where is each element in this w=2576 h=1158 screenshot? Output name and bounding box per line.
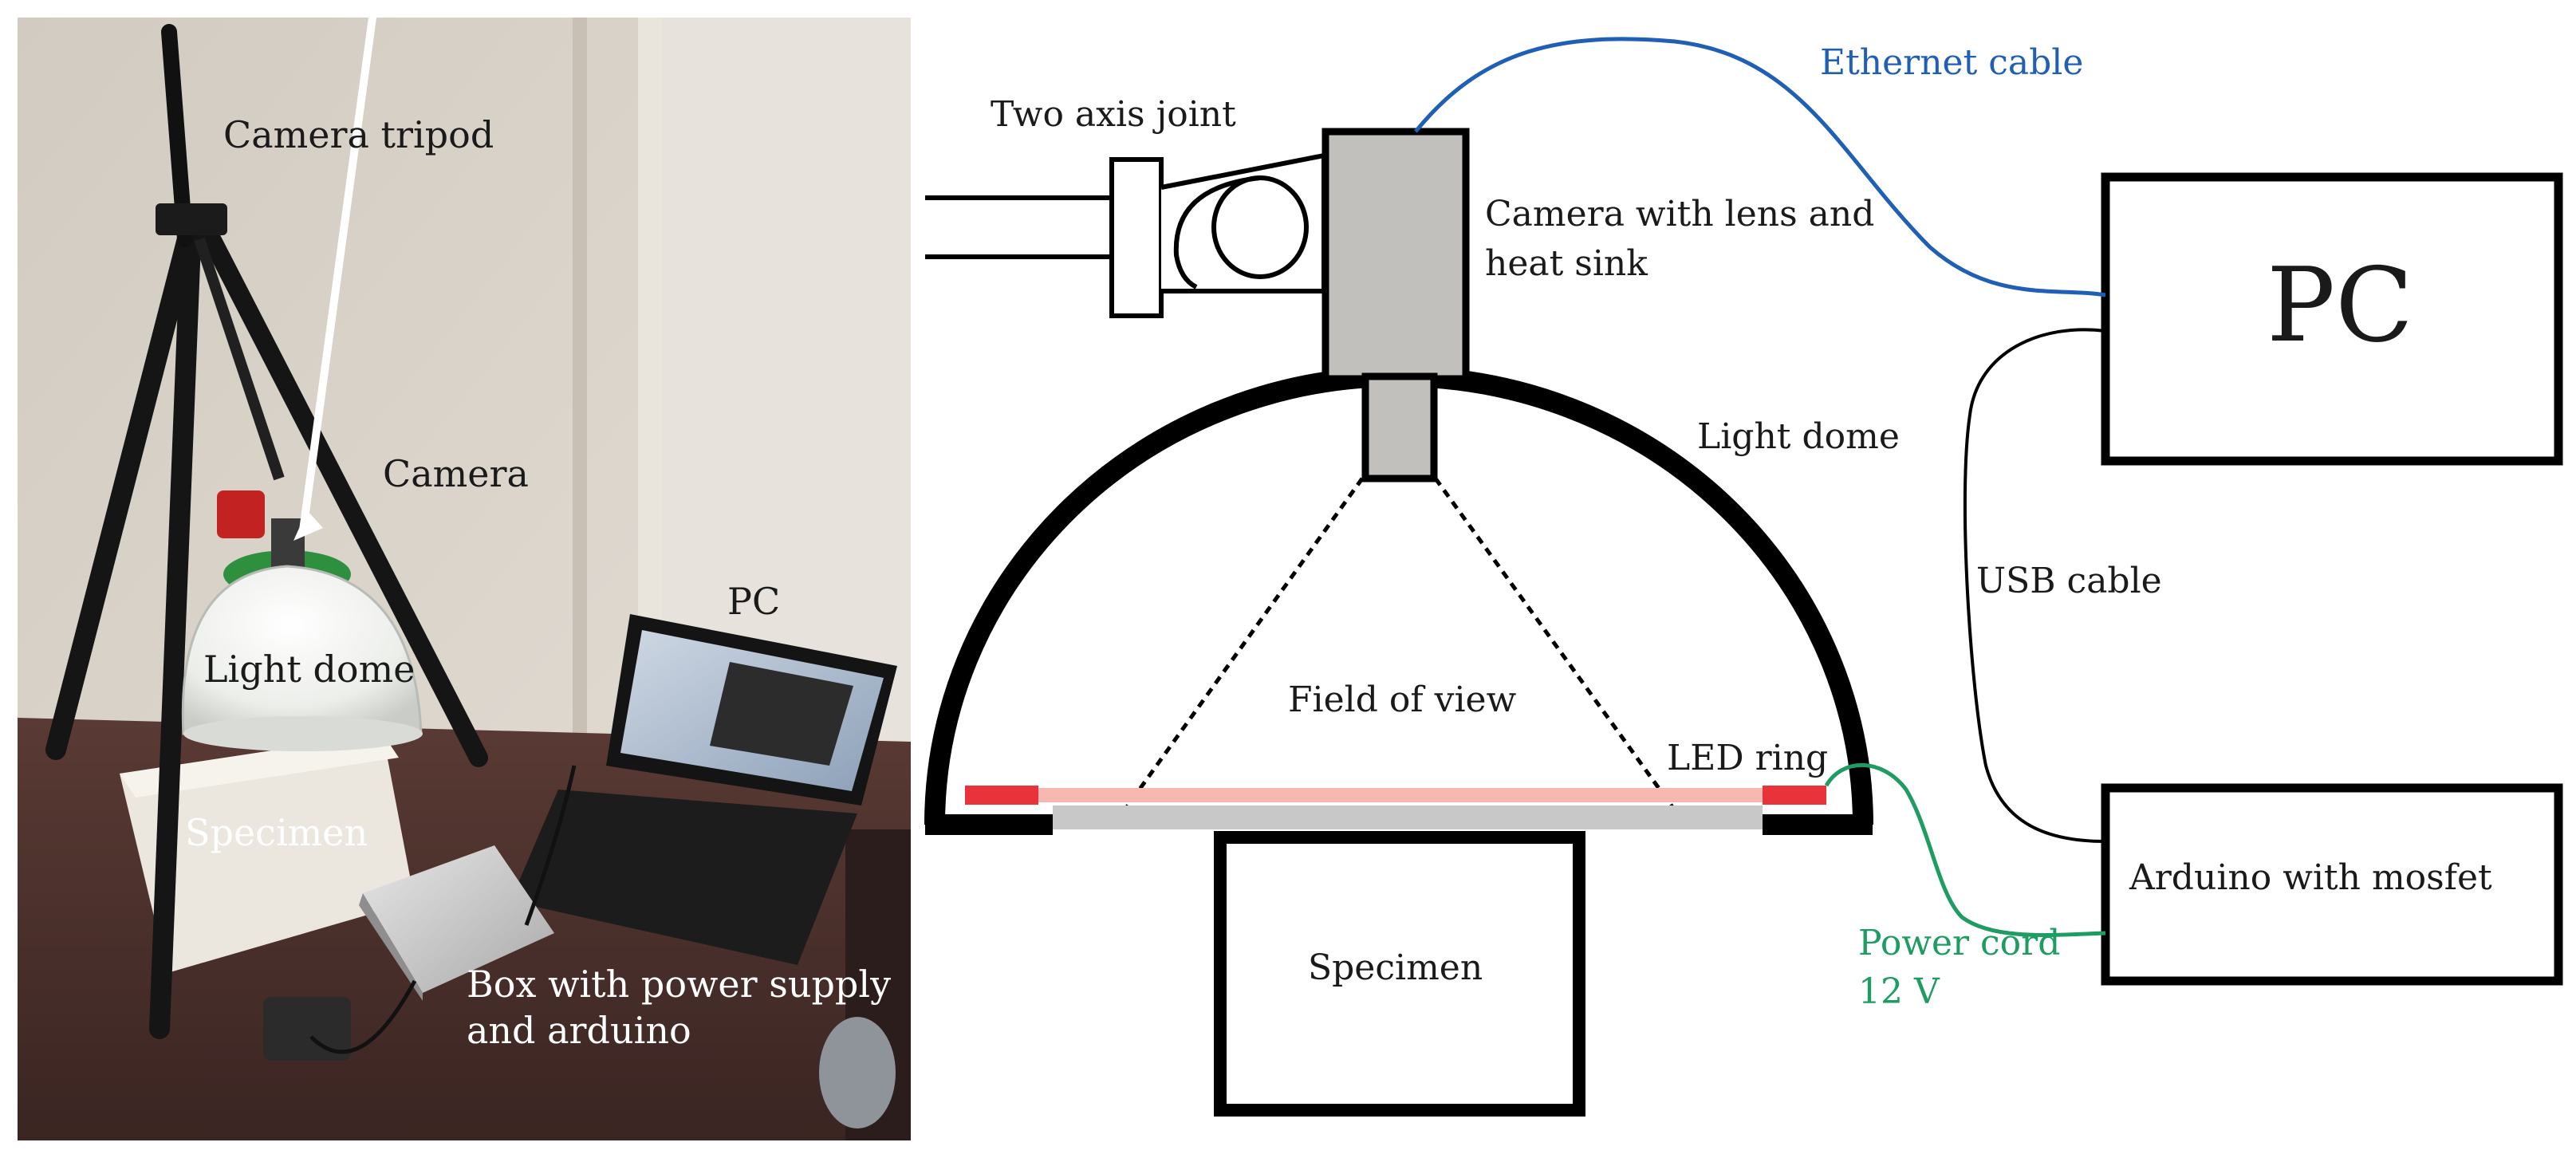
laptop-image-window (710, 662, 853, 766)
label-led-ring: LED ring (1667, 738, 1828, 778)
photo-label-pc: PC (727, 580, 780, 623)
arduino-box (2101, 783, 2563, 986)
tripod-head (156, 203, 227, 235)
tripod-arm (194, 237, 285, 481)
photo-label-box-line1: Box with power supply (467, 963, 891, 1006)
specimen-block (120, 734, 415, 973)
label-arduino: Arduino with mosfet (2129, 857, 2492, 898)
power-box-front (359, 893, 423, 1001)
led-left (965, 786, 1038, 805)
lab-photo: Camera tripod Camera Light dome PC Speci… (18, 0, 911, 1140)
tripod-leg-right (194, 214, 488, 767)
wall-edge (573, 18, 587, 815)
power-box (363, 845, 554, 993)
mouse (819, 1017, 896, 1128)
dome-rim (183, 716, 423, 751)
photo-label-specimen: Specimen (185, 811, 368, 854)
label-camera-line1: Camera with lens and (1485, 194, 1874, 234)
photo-cable-1 (309, 979, 417, 1054)
camera-body (1321, 128, 1470, 383)
tripod-leg-center (149, 213, 202, 1039)
label-specimen: Specimen (1308, 947, 1483, 988)
label-ethernet-cable: Ethernet cable (1820, 42, 2083, 83)
camera-mount-red (217, 490, 265, 538)
photo-cable-2 (524, 765, 577, 926)
photo-label-camera: Camera (383, 452, 529, 495)
photo-label-dome: Light dome (203, 648, 415, 691)
label-light-dome: Light dome (1697, 416, 1900, 457)
power-adapter (263, 997, 351, 1061)
specimen-box (1214, 831, 1585, 1117)
usb-cable (1963, 328, 2106, 843)
fov-line-right (1433, 477, 1685, 823)
label-power-cord-line2: 12 V (1858, 971, 1940, 1012)
tripod-leg-left (45, 213, 202, 760)
joint-cylinder (1211, 175, 1309, 279)
camera-arrow (299, 0, 379, 531)
laptop-keyboard (510, 790, 857, 965)
photo-label-tripod: Camera tripod (223, 113, 494, 156)
photo-label-box-line2: and arduino (467, 1009, 691, 1052)
pc-box (2101, 172, 2563, 466)
label-two-axis-joint: Two axis joint (991, 94, 1236, 135)
camera-lens (1361, 372, 1438, 482)
setup-schematic: Two axis joint Camera with lens and heat… (924, 37, 2563, 1117)
label-field-of-view: Field of view (1288, 679, 1517, 720)
power-cord (1824, 762, 2106, 937)
label-usb-cable: USB cable (1976, 561, 2162, 601)
ethernet-cable (1414, 37, 2106, 297)
camera-body-photo (271, 518, 305, 574)
diffuser-plate (1053, 805, 1763, 829)
led-right (1763, 786, 1826, 805)
label-power-cord-line1: Power cord (1858, 923, 2060, 963)
fov-line-left (1114, 477, 1365, 823)
label-camera-line2: heat sink (1485, 243, 1648, 284)
light-dome-photo (181, 565, 423, 735)
label-pc: PC (2267, 246, 2413, 365)
joint-plate (1109, 157, 1164, 318)
camera-arrow-head (293, 510, 323, 541)
joint-arc (1173, 175, 1261, 290)
led-strip (1037, 788, 1771, 802)
